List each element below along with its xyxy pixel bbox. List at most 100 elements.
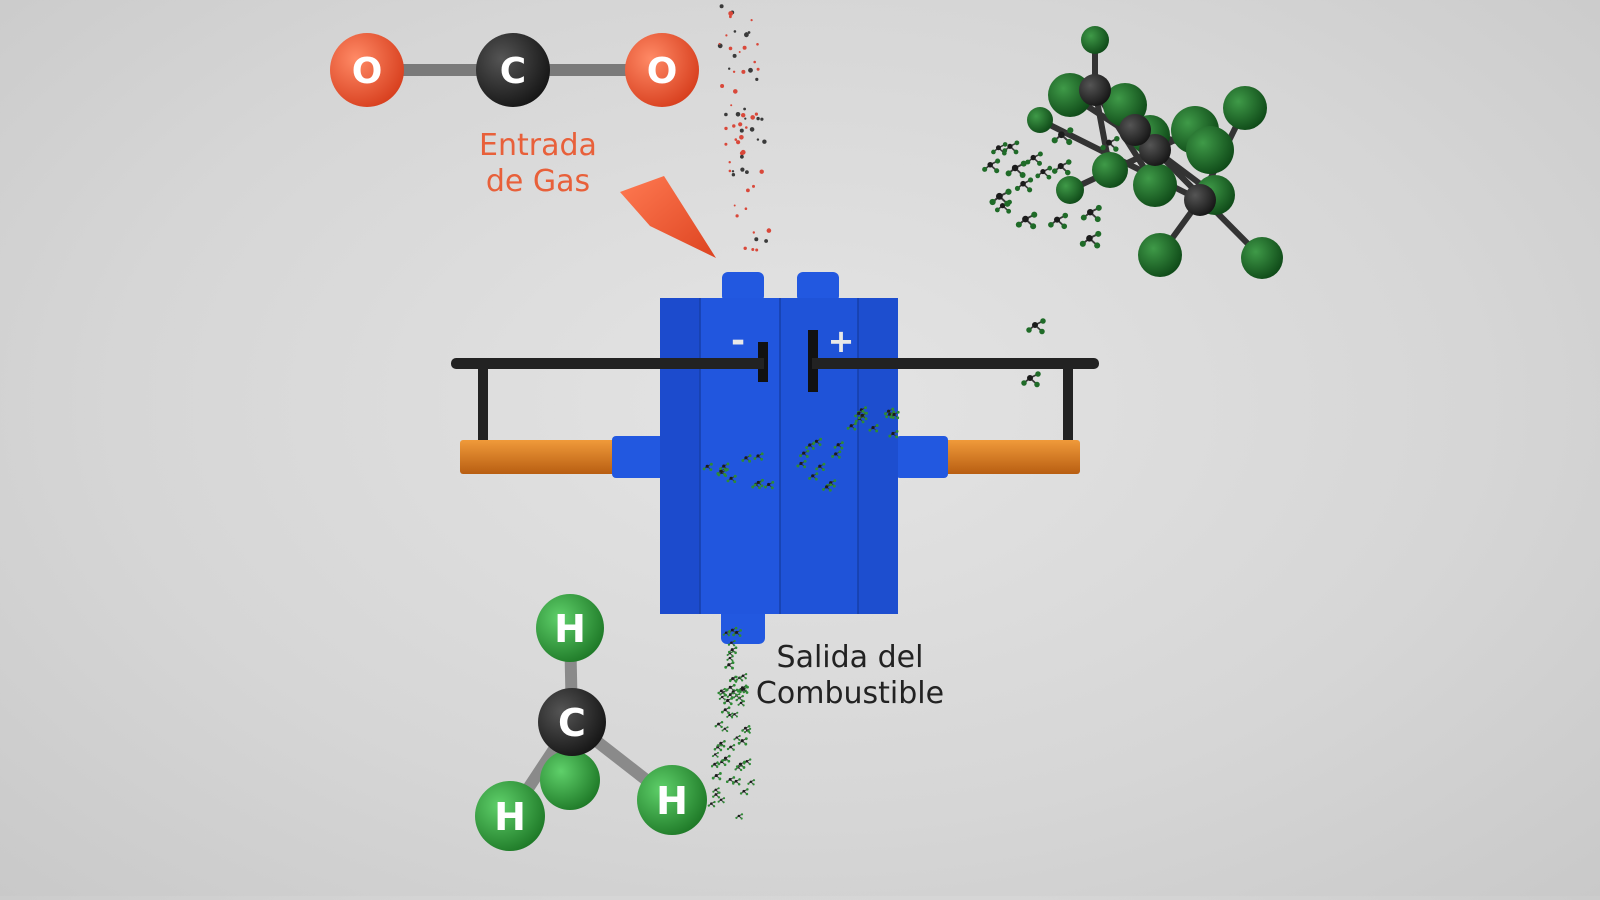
molecule-atom (741, 674, 745, 677)
fuel-particle (857, 411, 868, 421)
gas-particle (724, 142, 728, 146)
electrode-left (460, 440, 632, 474)
inlet-port-right (797, 272, 839, 302)
molecule-atom (726, 695, 729, 698)
fuel-outlet-label-line1: Salida del (776, 640, 924, 675)
molecule-atom (726, 715, 729, 718)
molecule-atom (1047, 165, 1053, 171)
outflow-particle (707, 800, 716, 808)
molecule-atom (1020, 180, 1026, 187)
outflow-particle (712, 787, 720, 794)
small-molecules-right (1021, 318, 1046, 388)
molecule-atom (1087, 208, 1094, 216)
gas-particle (731, 170, 735, 173)
gas-particle (760, 117, 764, 121)
molecule-atom (733, 480, 737, 484)
molecule-atom (1113, 146, 1119, 152)
gas-inlet-label-line2: de Gas (485, 164, 591, 199)
molecule-atom (739, 629, 742, 632)
molecule-atom (709, 462, 713, 466)
molecule-atom (1051, 168, 1058, 174)
molecule-atom (996, 192, 1003, 200)
molecule-atom (895, 435, 899, 439)
outflow-particle (714, 720, 724, 729)
molecule-atom (761, 478, 764, 482)
side-port-right (896, 436, 948, 478)
molecule-atom (831, 455, 835, 458)
gas-particle (736, 140, 741, 145)
methane-atom-label-h2: H (494, 795, 526, 839)
molecule-atom (758, 486, 761, 490)
outflow-particle (726, 692, 735, 699)
positive-sign: + (828, 322, 855, 360)
molecule-atom (760, 452, 764, 456)
molecule-atom (728, 713, 731, 717)
gas-particle (743, 107, 746, 111)
cell-plate-1 (660, 298, 700, 614)
molecule-atom (730, 648, 734, 652)
molecule-atom (806, 449, 810, 453)
gas-particle (741, 69, 746, 74)
molecule-atom (723, 701, 726, 705)
molecule-atom (718, 777, 722, 781)
fuel-particle (799, 449, 810, 458)
molecule-atom (733, 738, 736, 741)
molecule-atom (1040, 169, 1046, 175)
gas-particle (735, 214, 739, 218)
molecule-atom (744, 742, 748, 746)
co2-oxygen-atom-right (625, 33, 699, 107)
molecule-atom (738, 738, 741, 741)
gas-particle (766, 228, 772, 233)
fuel-particle (889, 410, 900, 420)
outflow-particle (717, 797, 726, 804)
molecule-atom (731, 666, 734, 670)
gas-particle (733, 89, 738, 94)
molecule-atom (722, 744, 726, 748)
molecule-atom (714, 793, 718, 796)
molecule-atom (837, 455, 841, 459)
molecule-atom (803, 459, 807, 463)
gas-particle (755, 77, 759, 81)
gas-particle (733, 30, 737, 33)
cluster-small-molecule (1035, 165, 1053, 180)
molecule-atom (709, 468, 713, 472)
molecule-atom (718, 697, 721, 700)
molecule-atom (735, 693, 738, 697)
molecule-atom (724, 631, 728, 634)
molecule-atom (1065, 169, 1071, 176)
molecule-atom (745, 691, 749, 694)
molecule-atom (726, 747, 730, 751)
molecule-atom (738, 690, 742, 694)
molecule-atom (735, 688, 739, 692)
molecule-atom (1021, 380, 1027, 386)
molecule-atom (846, 426, 850, 430)
molecule-atom (734, 679, 737, 682)
electrode-right (930, 440, 1080, 474)
molecule-atom (1011, 164, 1019, 172)
outflow-particle (724, 661, 735, 670)
gas-particle (725, 34, 728, 37)
wire-left-down (478, 364, 488, 456)
molecule-atom (756, 480, 760, 484)
molecule-atom (1002, 142, 1008, 147)
molecule-atom (885, 415, 889, 419)
molecule-atom (1053, 216, 1061, 223)
molecule-atom (737, 782, 741, 786)
molecule-atom (875, 429, 879, 433)
molecule-atom (731, 659, 734, 662)
gas-inlet-arrow-icon (620, 176, 716, 258)
co2-carbon-atom (476, 33, 550, 107)
molecule-atom (1057, 163, 1064, 170)
molecule-atom (811, 446, 815, 450)
molecule-atom (719, 689, 723, 693)
molecule-atom (722, 633, 725, 636)
molecule-atom (717, 691, 720, 695)
gas-particle (742, 45, 747, 50)
molecule-atom (720, 710, 724, 714)
gas-particle (756, 116, 760, 121)
cluster-carbon-atom (1139, 134, 1171, 166)
molecule-atom (735, 765, 739, 769)
molecule-atom (711, 755, 714, 758)
fuel-particle (753, 478, 764, 488)
molecule-atom (1019, 172, 1026, 178)
